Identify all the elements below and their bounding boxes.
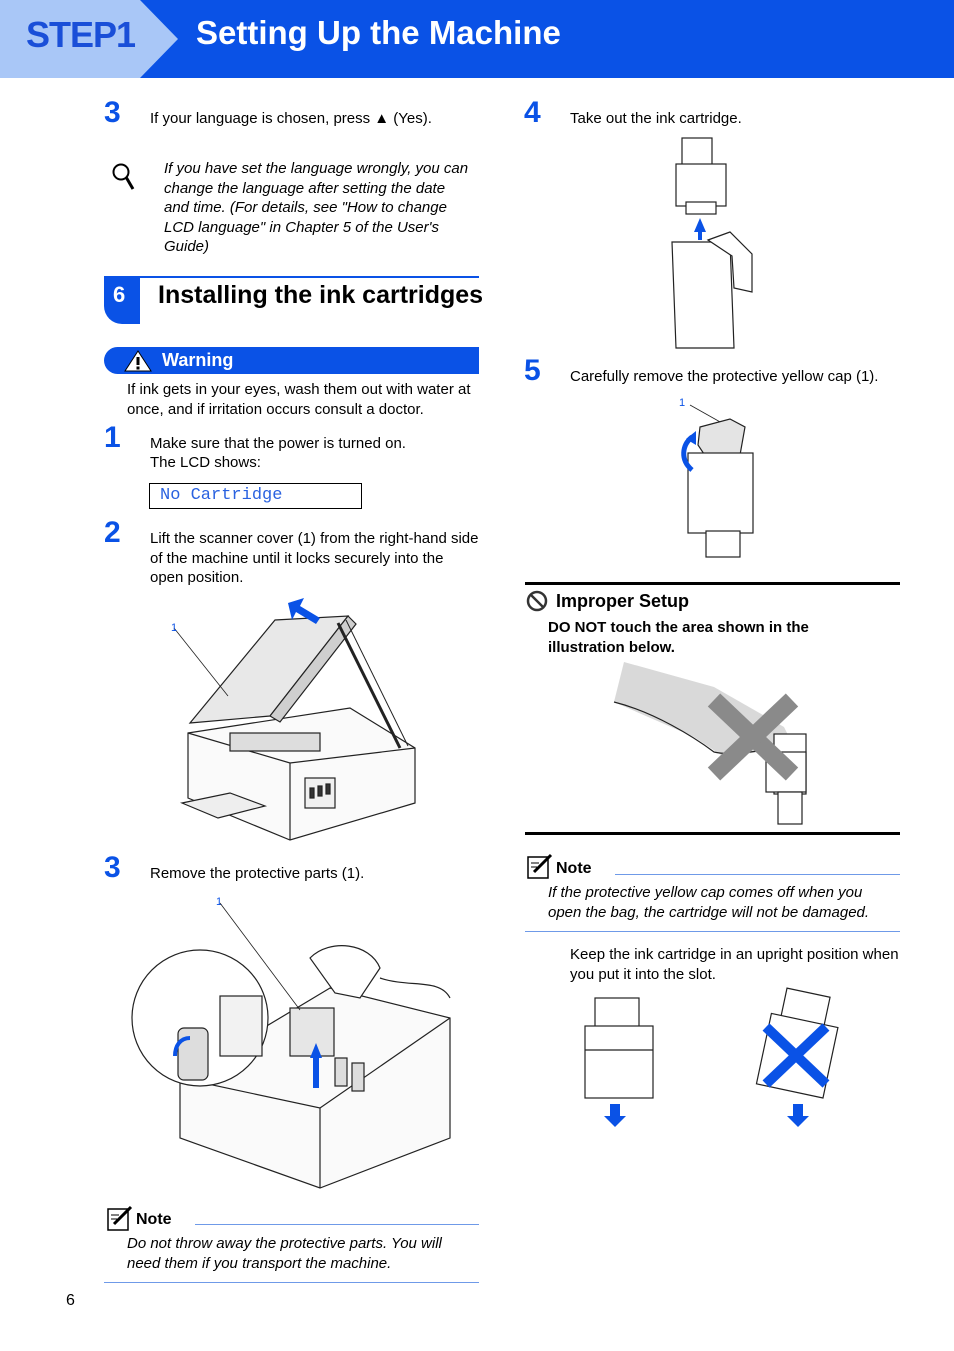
page-number: 6: [66, 1292, 75, 1309]
note-rule: [104, 1282, 479, 1283]
magnifier-icon: [112, 163, 135, 190]
note-text: If the protective yellow cap comes off w…: [548, 884, 870, 921]
no-entry-icon: [526, 590, 548, 612]
step-text: Take out the ink cartridge.: [570, 110, 742, 127]
section-title: Installing the ink cartridges: [158, 281, 484, 309]
machine-illustration: [173, 598, 416, 841]
step-number: 3: [104, 851, 121, 884]
step-tab: [0, 0, 178, 78]
protective-parts-illustration: [131, 902, 451, 1189]
remove-cap-illustration: [681, 404, 754, 558]
step-number: 3: [104, 96, 121, 129]
step-text: Lift the scanner cover (1) from the righ…: [150, 530, 479, 586]
warning-text: If ink gets in your eyes, wash them out …: [127, 381, 471, 418]
step-text: Carefully remove the protective yellow c…: [570, 368, 879, 385]
improper-rule: [525, 832, 900, 835]
warning-bar: [104, 347, 479, 374]
note-pencil-icon: [527, 853, 553, 879]
upright-cartridge-illustration: [584, 997, 654, 1127]
step-text: Make sure that the power is turned on.: [150, 435, 406, 452]
keep-upright-text: Keep the ink cartridge in an upright pos…: [570, 946, 899, 983]
step-number: 4: [524, 96, 541, 129]
step-number: 2: [104, 516, 121, 549]
note-rule: [615, 874, 900, 875]
section-number-box: [104, 277, 140, 324]
lcd-display: No Cartridge: [149, 483, 362, 509]
page-title: Setting Up the Machine: [196, 14, 561, 51]
step-number: 1: [104, 421, 121, 454]
improper-touch-illustration: [613, 662, 807, 825]
improper-rule: [525, 582, 900, 585]
step-text: Remove the protective parts (1).: [150, 865, 365, 882]
improper-text: DO NOT touch the area shown in the illus…: [548, 619, 809, 656]
warning-label: Warning: [162, 350, 234, 370]
note-label: Note: [556, 860, 592, 877]
note-text: Do not throw away the protective parts. …: [127, 1235, 442, 1272]
callout-number: 1: [216, 896, 223, 908]
tilted-cartridge-illustration: [755, 987, 839, 1127]
note-rule: [525, 931, 900, 932]
note-rule: [195, 1224, 479, 1225]
tip-text: If you have set the language wrongly, yo…: [164, 160, 469, 255]
step-text: If your language is chosen, press ▲ (Yes…: [150, 110, 432, 127]
improper-label: Improper Setup: [556, 591, 690, 611]
callout-number: 1: [679, 397, 686, 409]
step-label: STEP1: [26, 14, 136, 55]
step-number: 5: [524, 354, 541, 387]
note-label: Note: [136, 1211, 172, 1228]
callout-number: 1: [171, 622, 178, 634]
section-rule: [104, 276, 479, 278]
warning-triangle-icon: [124, 350, 152, 372]
take-out-cartridge-illustration: [671, 137, 753, 349]
section-number: 6: [113, 282, 126, 307]
step-text: The LCD shows:: [150, 454, 261, 471]
cross-mark-icon: [762, 1023, 830, 1088]
note-pencil-icon: [107, 1205, 133, 1231]
